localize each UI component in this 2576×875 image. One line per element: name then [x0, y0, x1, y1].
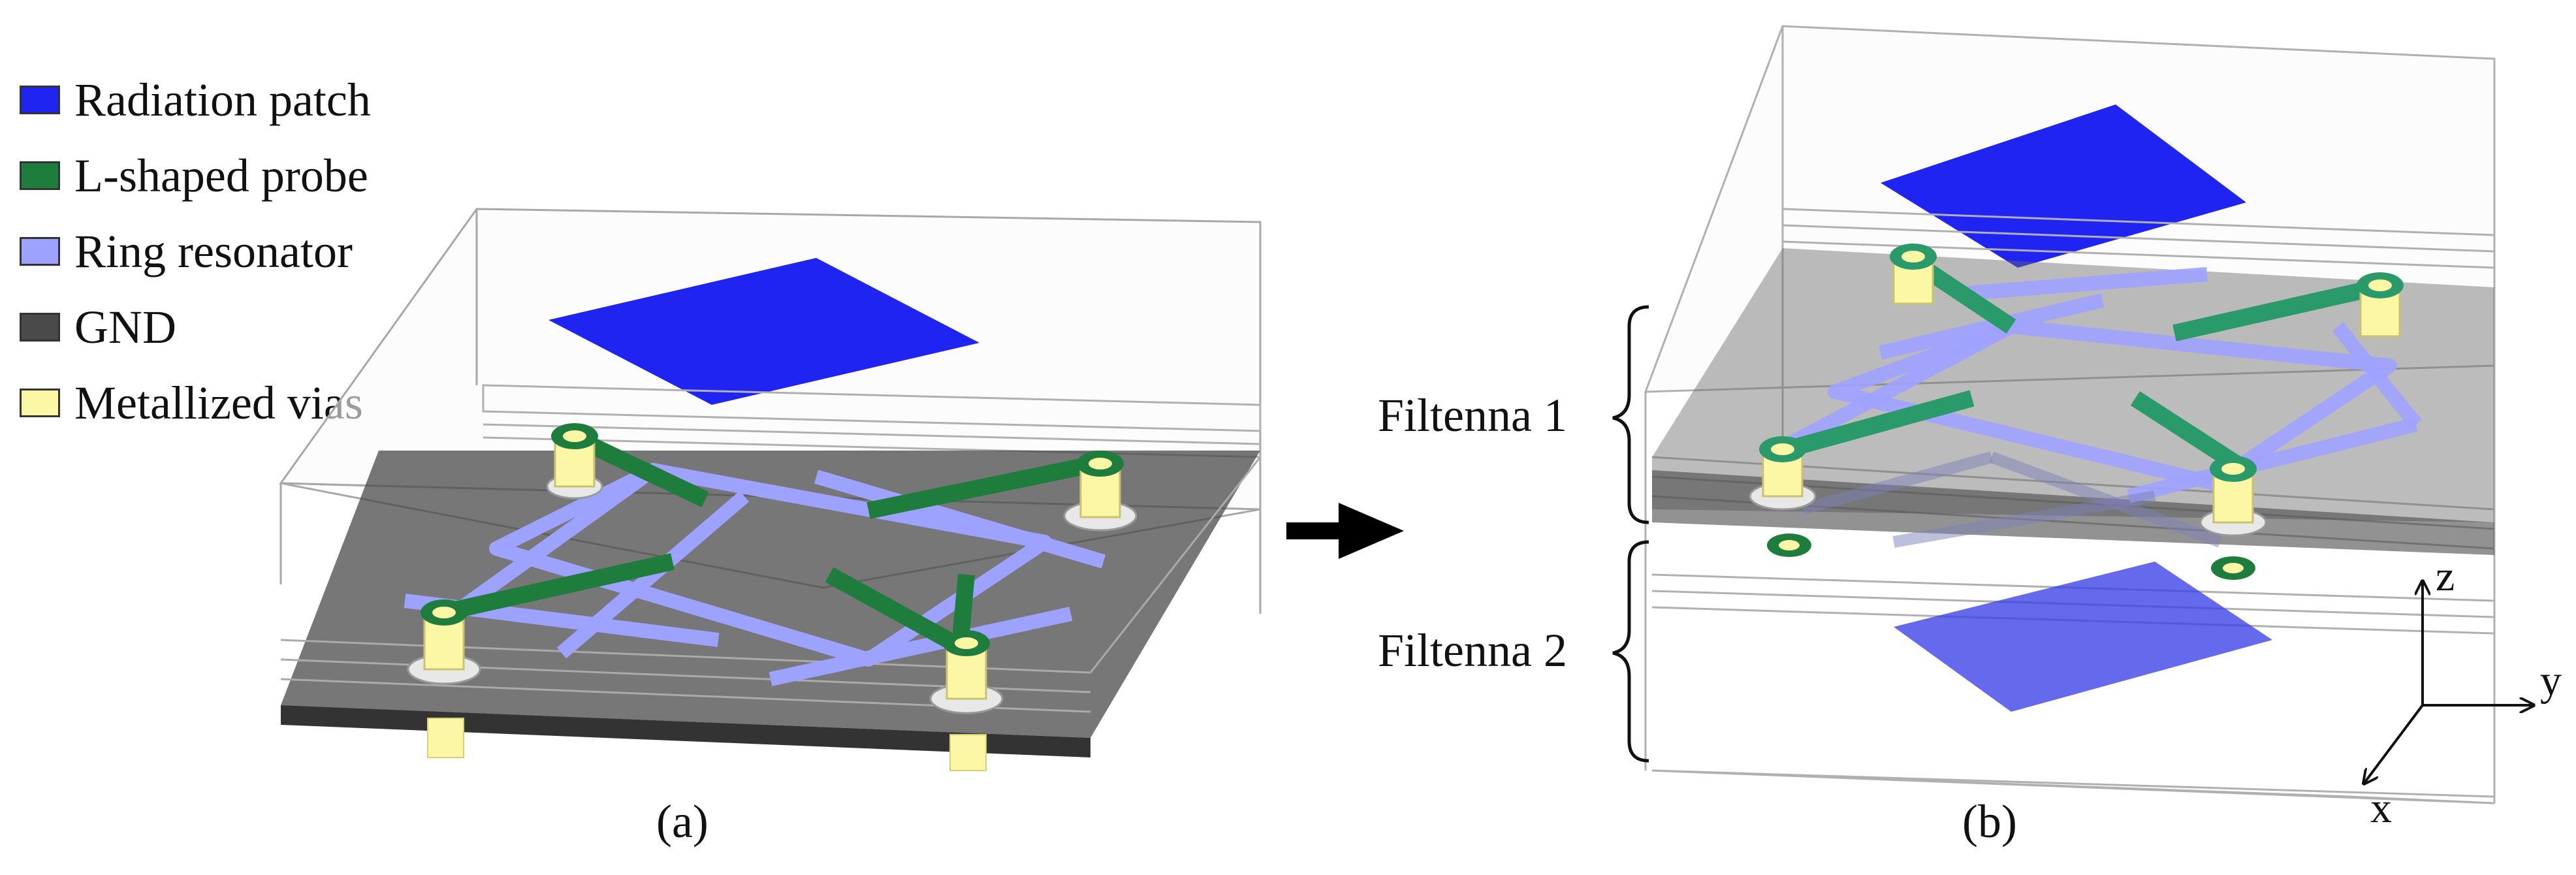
radiation-patch-upper — [1881, 104, 2246, 268]
axis-label-y: y — [2540, 657, 2562, 705]
legend-item-gnd: GND — [20, 289, 371, 365]
gnd-bottom-edge — [281, 705, 1090, 757]
via — [1890, 244, 1937, 305]
metallized-vias-upper — [1749, 244, 2404, 580]
legend-swatch — [20, 86, 60, 114]
via — [1749, 436, 1817, 557]
legend-swatch — [20, 237, 60, 266]
legend-swatch — [20, 313, 60, 342]
ring-resonator-lower — [1800, 451, 2223, 548]
left-brace-icon — [1612, 305, 1649, 524]
ring-resonator-upper — [1785, 267, 2422, 503]
gnd-plane — [281, 451, 1260, 738]
left-brace-icon — [1612, 540, 1649, 763]
legend-item-radiation-patch: Radiation patch — [20, 62, 371, 138]
ring-resonator — [404, 463, 1106, 686]
caption-panel-b: (b) — [1962, 795, 2017, 848]
legend-label: Metallized vias — [74, 377, 363, 429]
radiation-patch-lower — [1894, 562, 2272, 712]
axis-label-z: z — [2436, 552, 2455, 600]
via — [407, 599, 481, 758]
filtenna-2-label: Filtenna 2 — [1378, 624, 1567, 676]
legend-item-metallized-vias: Metallized vias — [20, 365, 371, 441]
filtenna-1-label: Filtenna 1 — [1378, 389, 1567, 441]
legend-label: Ring resonator — [74, 225, 353, 278]
via — [1063, 451, 1137, 532]
via — [2357, 272, 2404, 338]
legend-label: Radiation patch — [74, 74, 371, 126]
legend-label: L-shaped probe — [74, 150, 368, 202]
axis-label-x: x — [2370, 784, 2392, 832]
coordinate-axes — [2364, 581, 2534, 784]
legend-item-l-shaped-probe: L-shaped probe — [20, 138, 371, 214]
legend-item-ring-resonator: Ring resonator — [20, 214, 371, 289]
legend-swatch — [20, 161, 60, 190]
right-arrow-icon — [1286, 503, 1404, 559]
x-axis — [2364, 704, 2424, 784]
caption-panel-a: (a) — [656, 795, 708, 848]
legend-label: GND — [74, 301, 176, 353]
via — [929, 630, 1004, 771]
panel-a-structure — [279, 208, 1262, 771]
radiation-patch — [549, 258, 979, 405]
metallized-vias — [407, 423, 1137, 771]
legend: Radiation patch L-shaped probe Ring reso… — [20, 62, 371, 441]
panel-b-structure — [1644, 25, 2496, 804]
via — [546, 423, 603, 500]
via — [2199, 456, 2267, 580]
legend-swatch — [20, 389, 60, 417]
